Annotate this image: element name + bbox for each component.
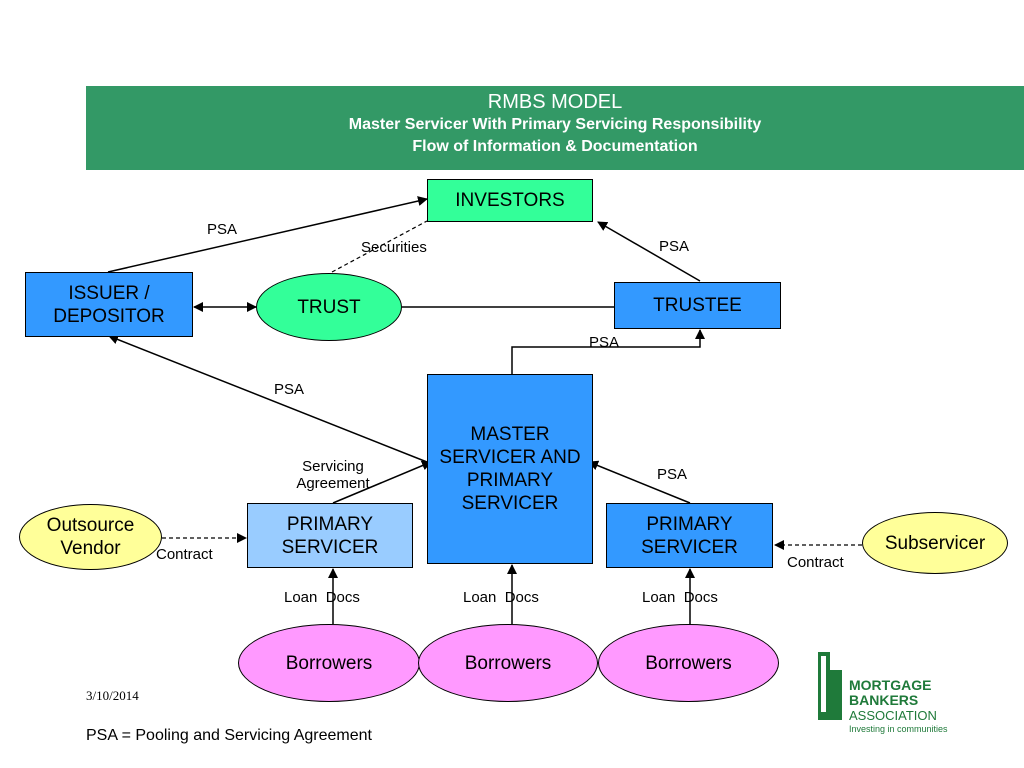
label-psa-right-master: PSA [657,466,688,483]
logo-word-mortgage: MORTGAGE [849,677,932,693]
title-banner: RMBS MODEL Master Servicer With Primary … [86,86,1024,170]
footnote-psa-definition: PSA = Pooling and Servicing Agreement [86,727,372,744]
arrow-issuer-to-investors [107,196,428,273]
issuer-depositor-box: ISSUER / DEPOSITOR [25,272,193,337]
arrow-master-to-trustee [511,329,705,374]
subtitle-line-1: Master Servicer With Primary Servicing R… [348,116,762,133]
logo-word-bankers: BANKERS [849,692,919,708]
label-securities: Securities [361,239,427,256]
master-servicer-box: MASTER SERVICER AND PRIMARY SERVICER [427,374,593,564]
trustee-box: TRUSTEE [614,282,781,329]
label-loan-docs-3: Loan Docs [642,589,718,606]
borrowers-ellipse-2: Borrowers [418,624,598,702]
arrow-trustee-to-investors [597,221,701,282]
arrow-master-to-issuer [108,334,428,463]
outsource-vendor-ellipse: Outsource Vendor [19,504,162,570]
mba-logo-mark-icon [818,652,842,720]
subtitle-line-2: Flow of Information & Documentation [412,138,698,155]
page-title: RMBS MODEL [487,91,623,113]
logo-word-association: ASSOCIATION [849,708,937,723]
label-contract-right: Contract [787,554,844,571]
label-servicing-agreement: Servicing Agreement [296,458,370,492]
mba-logo: MORTGAGE BANKERS ASSOCIATION Investing i… [818,652,978,736]
arrow-left-primary-to-master [332,460,432,504]
label-psa-issuer-investors: PSA [207,221,238,238]
footer-date: 3/10/2014 [86,688,139,703]
borrowers-ellipse-1: Borrowers [238,624,420,702]
label-contract-left: Contract [156,546,213,563]
label-psa-trustee-investors: PSA [659,238,690,255]
investors-box: INVESTORS [427,179,593,222]
primary-servicer-left-box: PRIMARY SERVICER [247,503,413,568]
logo-tagline: Investing in communities [849,724,948,734]
label-loan-docs-2: Loan Docs [463,589,539,606]
label-psa-master-trustee: PSA [589,334,620,351]
arrow-right-primary-to-master [588,460,691,504]
label-loan-docs-1: Loan Docs [284,589,360,606]
primary-servicer-right-box: PRIMARY SERVICER [606,503,773,568]
borrowers-ellipse-3: Borrowers [598,624,779,702]
trust-ellipse: TRUST [256,273,402,341]
subservicer-ellipse: Subservicer [862,512,1008,574]
label-psa-master-issuer: PSA [274,381,305,398]
line-trust-to-investors [331,220,428,273]
